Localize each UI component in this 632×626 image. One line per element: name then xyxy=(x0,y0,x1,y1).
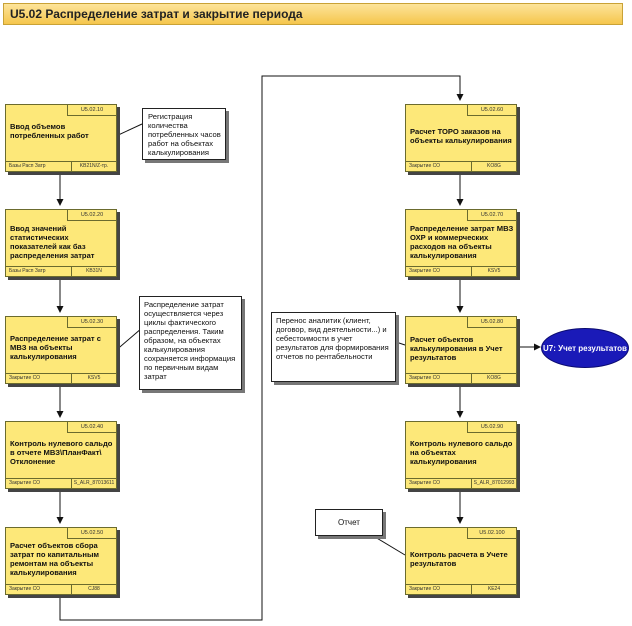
process-title: Контроль нулевого сальдо на объектах кал… xyxy=(410,439,513,466)
note-report: Отчет xyxy=(315,509,383,536)
process-transaction: S_ALR_87012993 xyxy=(471,479,516,488)
process-transaction: KO8G xyxy=(471,374,516,383)
process-code: U5.02.30 xyxy=(67,317,116,328)
process-u5-02-100[interactable]: U5.02.100 Контроль расчета в Учете резул… xyxy=(405,527,517,595)
process-title: Распределение затрат с МВЗ на объекты ка… xyxy=(10,334,101,361)
process-code: U5.02.70 xyxy=(467,210,516,221)
process-code: U5.02.80 xyxy=(467,317,516,328)
note-distribution: Распределение затрат осуществляется чере… xyxy=(139,296,242,390)
process-u5-02-30[interactable]: U5.02.30 Распределение затрат с МВЗ на о… xyxy=(5,316,117,384)
process-code: U5.02.50 xyxy=(67,528,116,539)
process-code: U5.02.60 xyxy=(467,105,516,116)
note-registration: Регистрация количества потребленных часо… xyxy=(142,108,226,160)
process-code: U5.02.100 xyxy=(467,528,516,539)
note-transfer: Перенос аналитик (клиент, договор, вид д… xyxy=(271,312,396,382)
process-u5-02-50[interactable]: U5.02.50 Расчет объектов сбора затрат по… xyxy=(5,527,117,595)
process-transaction: KE24 xyxy=(471,585,516,594)
process-u5-02-10[interactable]: U5.02.10 Ввод объемов потребленных работ… xyxy=(5,104,117,172)
process-u5-02-60[interactable]: U5.02.60 Расчет ТОРО заказов на объекты … xyxy=(405,104,517,172)
process-code: U5.02.90 xyxy=(467,422,516,433)
process-transaction: KO8G xyxy=(471,162,516,171)
process-code: U5.02.10 xyxy=(67,105,116,116)
process-title: Распределение затрат МВЗ ОХР и коммерчес… xyxy=(410,224,514,260)
process-role: Закрытие СО xyxy=(409,375,441,381)
process-u5-02-40[interactable]: U5.02.40 Контроль нулевого сальдо в отче… xyxy=(5,421,117,489)
process-role: Закрытие СО xyxy=(9,375,41,381)
process-code: U5.02.20 xyxy=(67,210,116,221)
process-title: Расчет ТОРО заказов на объекты калькулир… xyxy=(410,127,512,145)
process-transaction: KB21N/Z-тр. xyxy=(71,162,116,171)
process-role: Базы Расп Затр xyxy=(9,268,46,274)
process-role: Закрытие СО xyxy=(9,480,41,486)
diagram-title: U5.02 Распределение затрат и закрытие пе… xyxy=(10,7,303,21)
process-code: U5.02.40 xyxy=(67,422,116,433)
process-u5-02-20[interactable]: U5.02.20 Ввод значений статистических по… xyxy=(5,209,117,277)
process-title: Ввод объемов потребленных работ xyxy=(10,122,89,140)
process-title: Расчет объектов сбора затрат по капиталь… xyxy=(10,541,100,577)
diagram-header: U5.02 Распределение затрат и закрытие пе… xyxy=(3,3,623,25)
note-link-3 xyxy=(395,341,406,346)
process-transaction: KSV5 xyxy=(471,267,516,276)
process-transaction: KB31N xyxy=(71,267,116,276)
process-transaction: S_ALR_87013611 xyxy=(71,479,116,488)
process-role: Закрытие СО xyxy=(409,586,441,592)
process-u5-02-70[interactable]: U5.02.70 Распределение затрат МВЗ ОХР и … xyxy=(405,209,517,277)
terminal-u7-results[interactable]: U7: Учет результатов xyxy=(541,328,629,368)
process-role: Закрытие СО xyxy=(409,268,441,274)
arrow-50-60 xyxy=(59,75,464,621)
process-role: Закрытие СО xyxy=(409,480,441,486)
process-title: Контроль расчета в Учете результатов xyxy=(410,550,508,568)
process-role: Закрытие СО xyxy=(9,586,41,592)
terminal-label: U7: Учет результатов xyxy=(543,343,627,353)
process-title: Ввод значений статистических показателей… xyxy=(10,224,95,260)
process-u5-02-90[interactable]: U5.02.90 Контроль нулевого сальдо на объ… xyxy=(405,421,517,489)
process-role: Базы Расп Затр xyxy=(9,163,46,169)
note-link-2 xyxy=(113,327,143,353)
note-link-4 xyxy=(369,533,406,556)
process-role: Закрытие СО xyxy=(409,163,441,169)
note-link-1 xyxy=(113,123,143,138)
process-title: Расчет объектов калькулирования в Учет р… xyxy=(410,335,503,362)
process-transaction: KSV5 xyxy=(71,374,116,383)
process-title: Контроль нулевого сальдо в отчете МВЗ\Пл… xyxy=(10,439,113,466)
process-u5-02-80[interactable]: U5.02.80 Расчет объектов калькулирования… xyxy=(405,316,517,384)
process-transaction: CJ88 xyxy=(71,585,116,594)
